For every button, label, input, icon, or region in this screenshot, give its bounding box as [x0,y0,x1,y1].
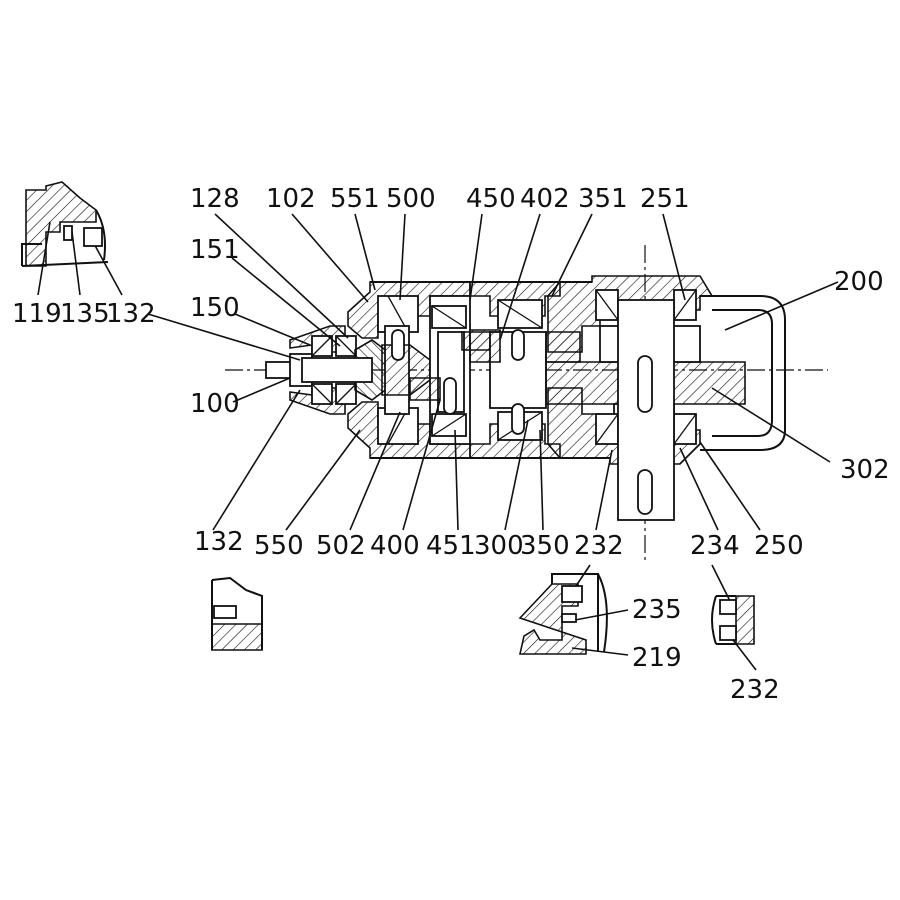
label-502: 502 [316,531,366,561]
detail-right [711,595,755,645]
detail-lower-left [211,576,263,651]
cover-200-outer [700,295,786,451]
label-232-right: 232 [730,675,780,705]
label-500: 500 [386,184,436,214]
key-slot-1 [391,329,405,361]
output-key-slot [637,355,653,413]
pinion-shaft [301,357,373,383]
label-300: 300 [474,531,524,561]
label-451: 451 [426,531,476,561]
label-135: 135 [60,299,110,329]
label-450: 450 [466,184,516,214]
key-slot-4 [511,403,525,435]
label-400: 400 [370,531,420,561]
gear-block-a [469,329,501,363]
main-assembly [225,245,828,560]
label-302: 302 [840,455,890,485]
label-200: 200 [834,267,884,297]
part-labels: 128 102 551 500 450 402 351 251 200 151 … [12,184,890,705]
detail-bm-seal [561,613,577,623]
detail-ll-hatch [211,623,263,651]
detail-r-ring-bottom [719,625,737,641]
detail-tl-ring [83,227,103,247]
label-351: 351 [578,184,628,214]
label-119: 119 [12,299,62,329]
detail-top-left [21,181,109,267]
key-slot-2 [443,377,457,415]
label-234: 234 [690,531,740,561]
label-550: 550 [254,531,304,561]
detail-tl-seal [63,225,73,241]
label-251: 251 [640,184,690,214]
label-150: 150 [190,293,240,323]
label-402: 402 [520,184,570,214]
detail-bottom-middle [518,573,608,655]
detail-ll-seal [213,605,237,619]
label-132-top: 132 [106,299,156,329]
label-219: 219 [632,643,682,673]
detail-r-ring-top [719,599,737,615]
label-350: 350 [520,531,570,561]
detail-r-hatch [735,595,755,645]
output-key-slot-2 [637,469,653,515]
label-128: 128 [190,184,240,214]
key-slot-3 [511,329,525,361]
gear-tooth-low [409,377,441,401]
cover-200-inner [712,309,773,437]
label-100: 100 [190,389,240,419]
detail-tl-body [25,181,97,267]
label-235: 235 [632,595,682,625]
label-151: 151 [190,235,240,265]
label-250: 250 [754,531,804,561]
detail-bm-ring [561,585,583,603]
label-232-mid: 232 [574,531,624,561]
label-102: 102 [266,184,316,214]
label-551: 551 [330,184,380,214]
label-132-bottom: 132 [194,527,244,557]
